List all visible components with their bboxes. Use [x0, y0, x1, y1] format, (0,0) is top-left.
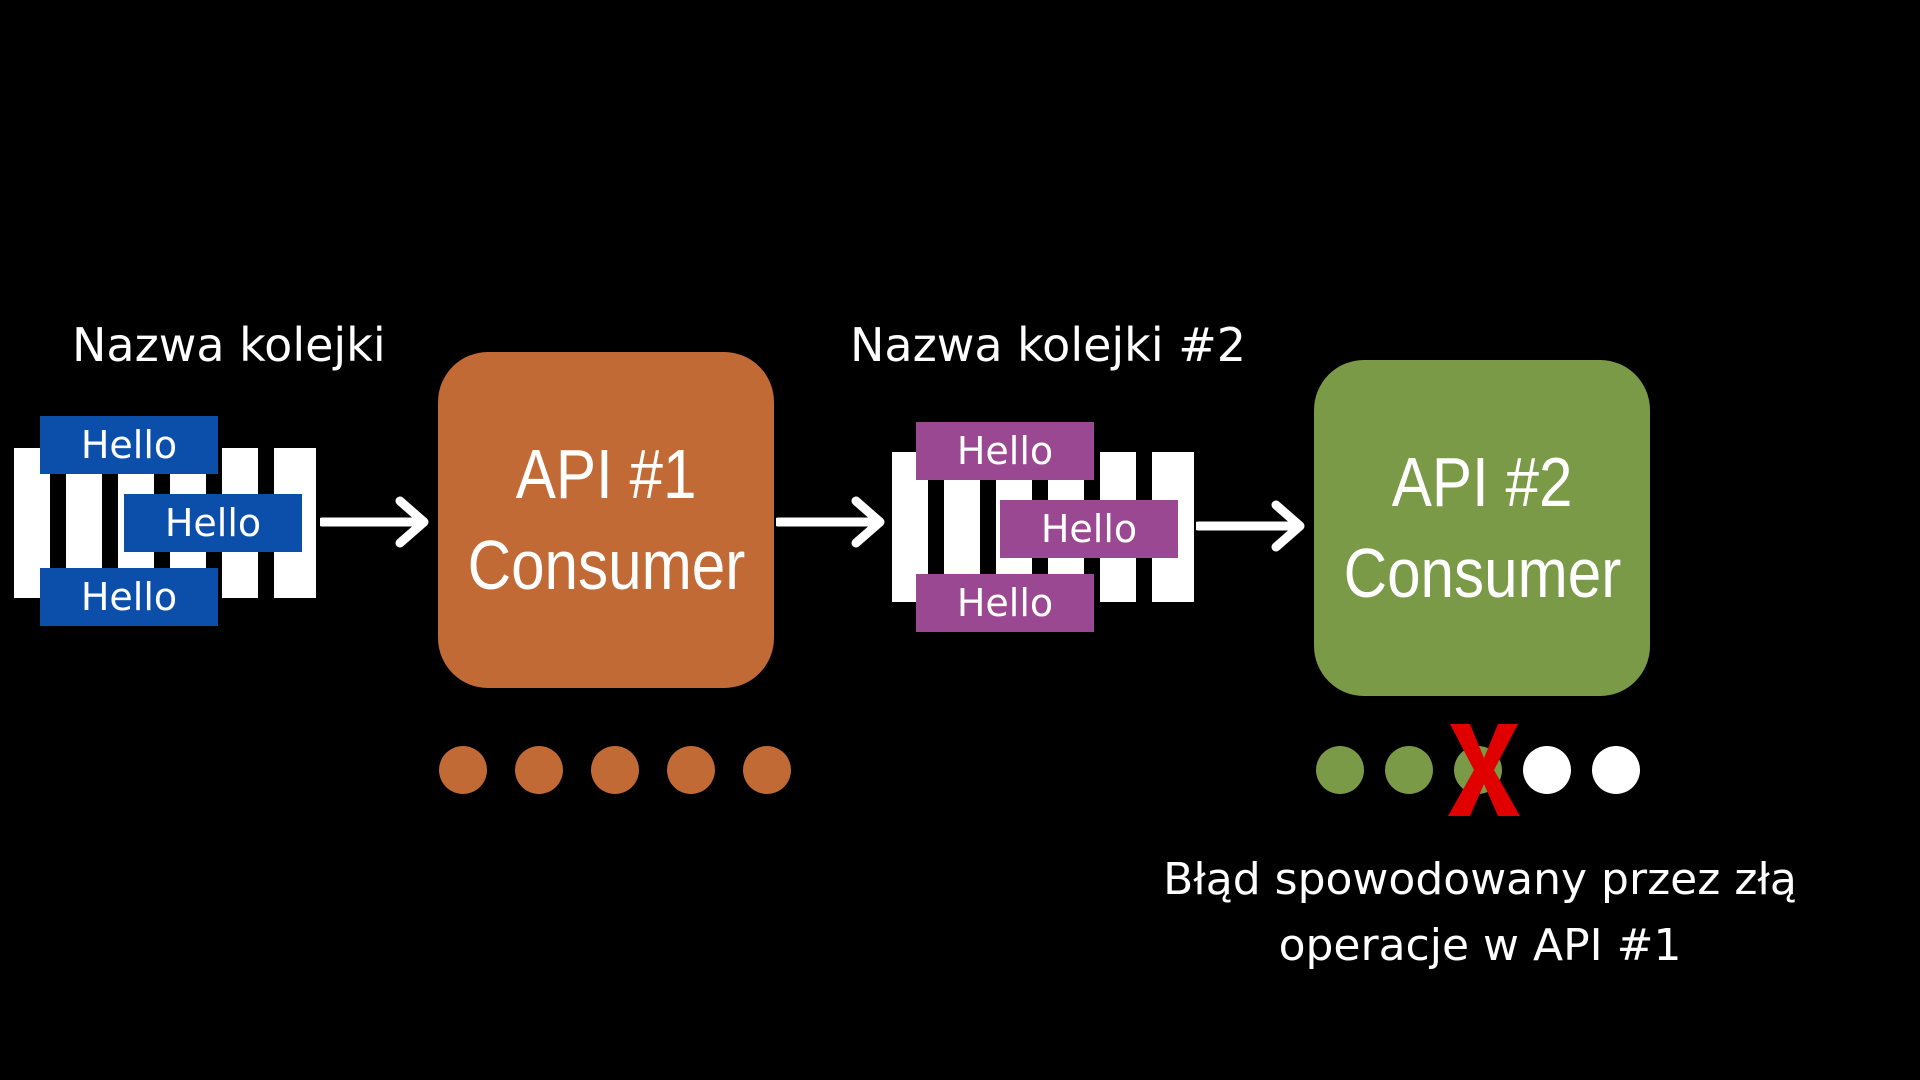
error-caption-line-2: operacje w API #1	[1278, 920, 1682, 971]
error-caption-line-1: Błąd spowodowany przez złą	[1163, 854, 1797, 905]
queue-2: Hello Hello Hello	[892, 422, 1196, 634]
api-2-consumer-box: API #2 Consumer	[1314, 360, 1650, 696]
api-2-role-label: Consumer	[1343, 534, 1621, 612]
api-2-dot-done	[1385, 746, 1433, 794]
api-1-dot-done	[743, 746, 791, 794]
queue-2-message: Hello	[1000, 500, 1178, 558]
api-2-dot-pending	[1523, 746, 1571, 794]
api-1-role-label: Consumer	[467, 526, 745, 604]
queue-1-message: Hello	[40, 568, 218, 626]
api-1-label: API #1	[515, 435, 697, 513]
queue-2-message: Hello	[916, 574, 1094, 632]
api-1-consumer-box: API #1 Consumer	[438, 352, 774, 688]
arrow-right-icon	[776, 496, 885, 548]
error-caption: Błąd spowodowany przez złą operacje w AP…	[1100, 847, 1860, 979]
queue-2-message: Hello	[916, 422, 1094, 480]
queue-2-title: Nazwa kolejki #2	[850, 318, 1247, 372]
queue-1-title: Nazwa kolejki	[72, 318, 386, 372]
api-1-dot-done	[439, 746, 487, 794]
api-1-dot-done	[591, 746, 639, 794]
queue-1-message: Hello	[124, 494, 302, 552]
x-mark-icon	[1448, 724, 1520, 816]
arrow-right-icon	[320, 496, 429, 548]
queue-1-message: Hello	[40, 416, 218, 474]
queue-1: Hello Hello Hello	[14, 416, 318, 628]
api-2-dot-done	[1316, 746, 1364, 794]
api-2-label: API #2	[1391, 443, 1573, 521]
api-2-dot-pending	[1592, 746, 1640, 794]
arrow-right-icon	[1196, 500, 1305, 552]
api-1-dot-done	[667, 746, 715, 794]
api-1-dot-done	[515, 746, 563, 794]
